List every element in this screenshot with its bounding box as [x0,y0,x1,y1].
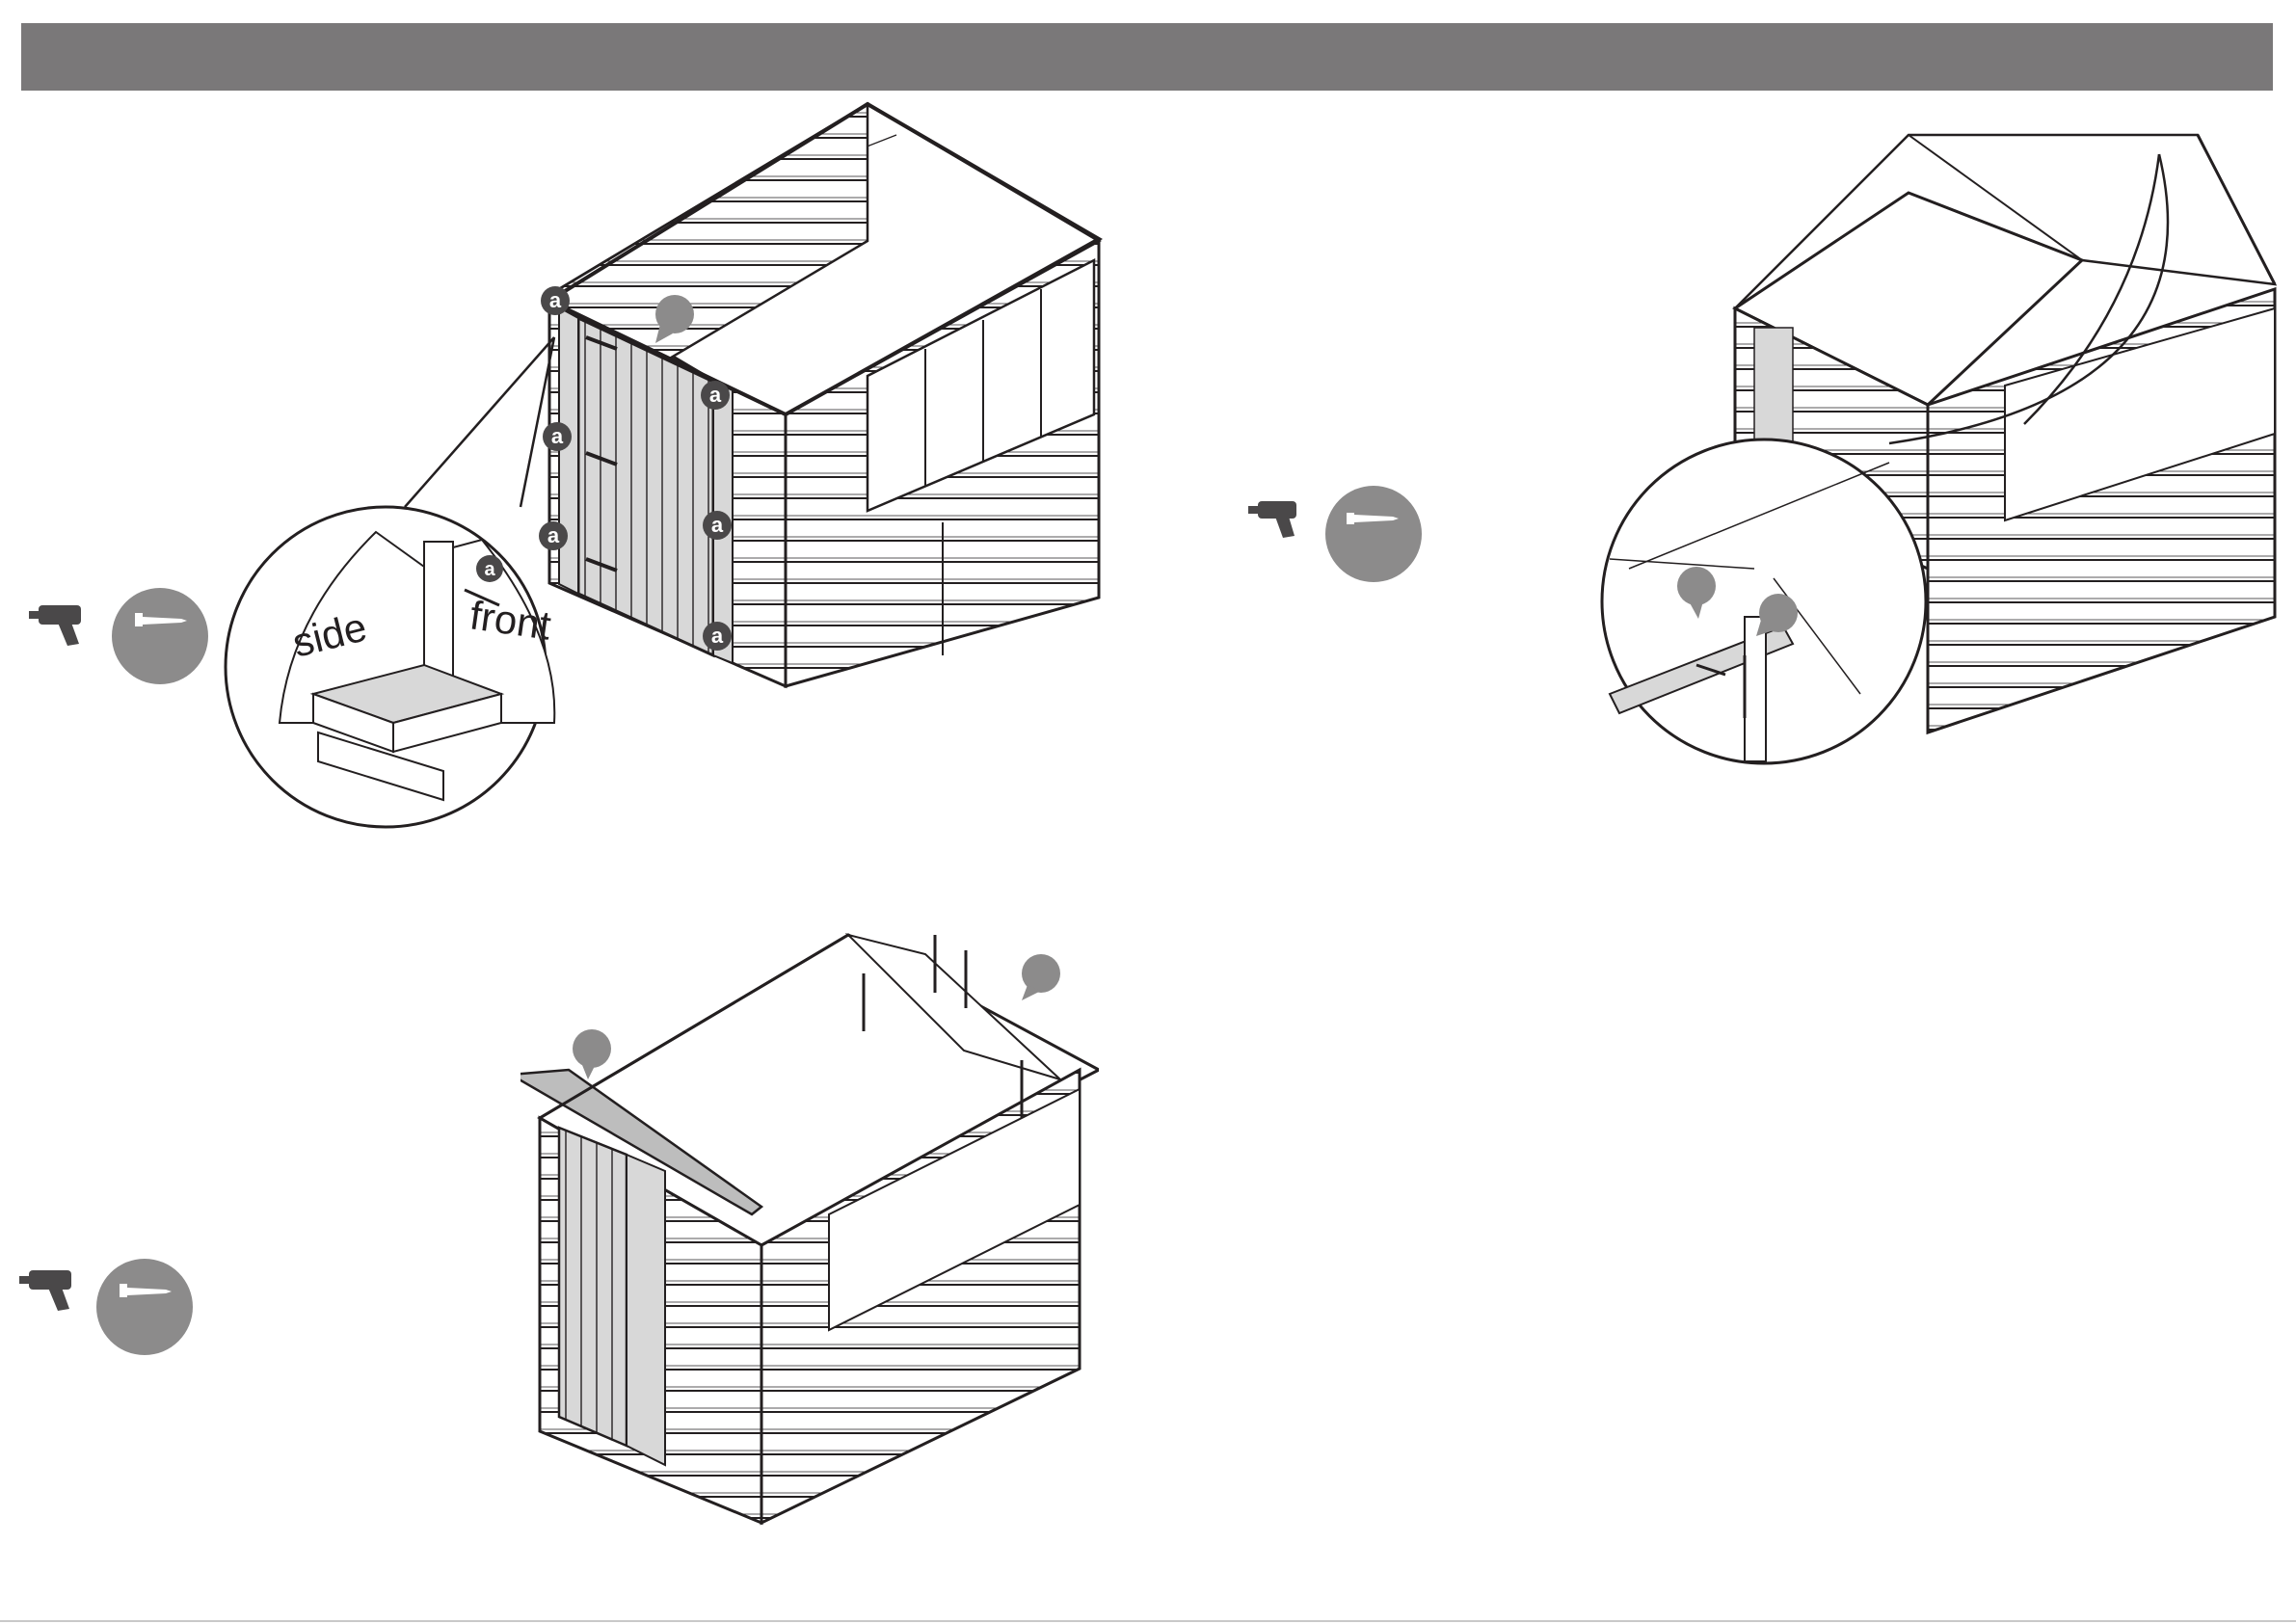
step-gable-ridge-illustration [1542,116,2294,810]
drill-icon [19,1270,71,1311]
detail-inset: a side front [226,507,554,827]
svg-text:a: a [711,513,724,537]
svg-text:a: a [484,559,495,580]
bottom-rule [0,1620,2296,1622]
drill-icon [29,605,81,646]
drill-icon [1248,501,1296,538]
tool-group-step-1 [29,578,222,694]
screw-icon [96,1259,193,1355]
svg-text:a: a [711,624,724,648]
svg-text:a: a [547,523,560,547]
detail-inset [1602,439,1926,763]
screw-icon [1325,486,1422,582]
svg-text:a: a [549,288,562,312]
svg-text:a: a [551,424,564,448]
tool-group-step-3 [19,1253,212,1369]
svg-text:a: a [709,383,722,407]
header-bar [21,23,2273,91]
step-roof-gable-illustration [521,925,1099,1542]
step-front-panel-illustration: a a a a a a a side front [0,96,1157,848]
screw-icon [112,588,208,684]
tool-group-step-2 [1248,482,1441,588]
